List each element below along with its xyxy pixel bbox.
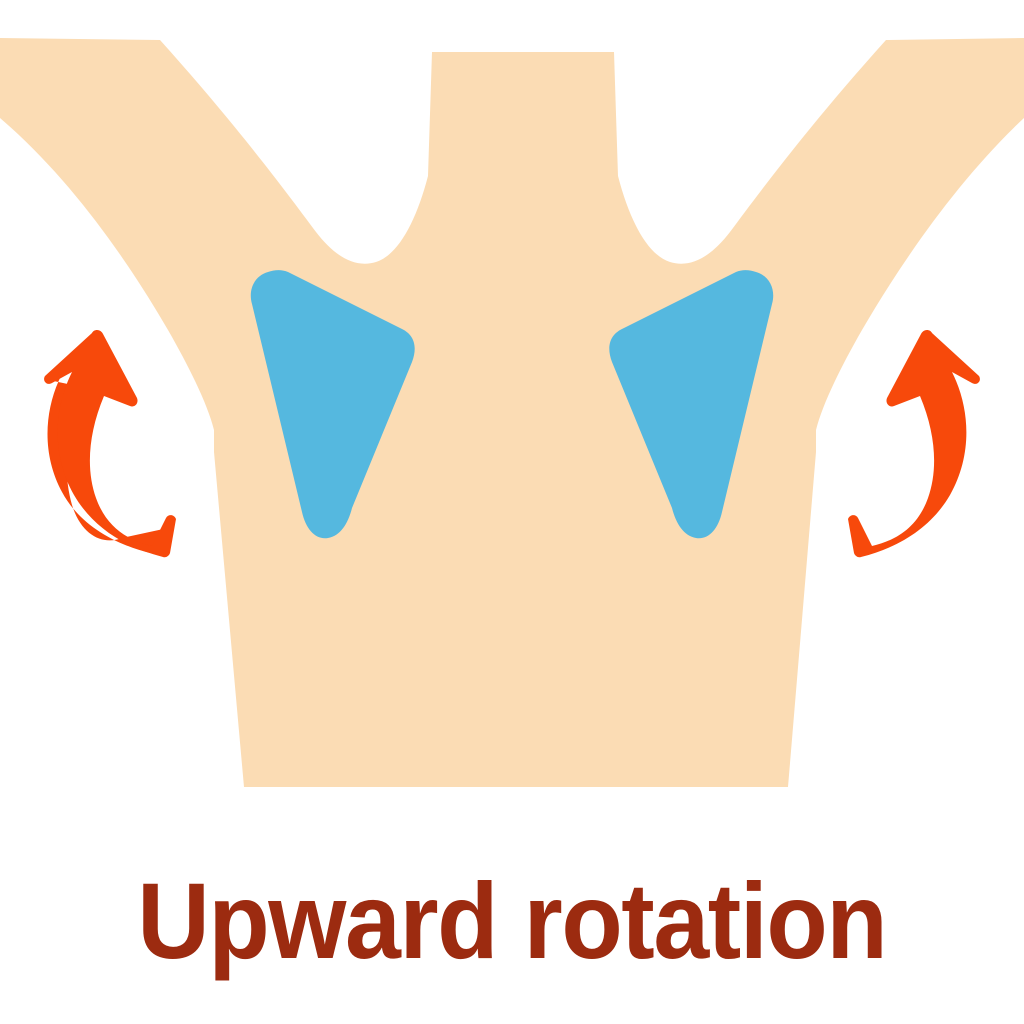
torso-and-arms-path <box>0 38 1024 787</box>
body-silhouette <box>0 38 1024 787</box>
scapulae-group <box>250 270 774 539</box>
right-scapula <box>609 270 774 539</box>
left-scapula <box>250 270 415 539</box>
rotation-arrows-group <box>44 330 980 558</box>
right-rotation-arrow <box>848 330 980 558</box>
left-rotation-arrow-body <box>44 330 177 558</box>
